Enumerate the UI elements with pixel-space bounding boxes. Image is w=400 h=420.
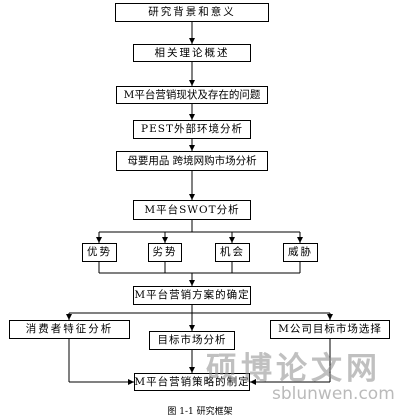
box-theory-overview: 相关理论概述 xyxy=(133,44,251,62)
box-consumer-analysis: 消费者特征分析 xyxy=(9,320,130,339)
box-platform-status: M平台营销现状及存在的问题 xyxy=(116,86,268,104)
box-weakness: 劣势 xyxy=(148,243,182,262)
figure-caption: 图 1-1 研究框架 xyxy=(167,407,233,417)
box-threat: 威胁 xyxy=(283,243,318,262)
box-market-analysis: 母要用品 跨境网购市场分析 xyxy=(116,151,268,171)
box-opportunity: 机会 xyxy=(215,243,250,262)
box-target-market: 目标市场分析 xyxy=(149,331,235,350)
box-marketing-plan: M平台营销方案的确定 xyxy=(133,286,251,305)
box-market-selection: M公司目标市场选择 xyxy=(270,320,390,339)
box-pest-analysis: PEST外部环境分析 xyxy=(133,120,251,139)
box-marketing-strategy: M平台营销策略的制定 xyxy=(134,373,250,391)
box-strength: 优势 xyxy=(82,243,117,262)
box-swot-analysis: M平台SWOT分析 xyxy=(133,200,251,220)
box-research-background: 研究背景和意义 xyxy=(115,3,269,22)
